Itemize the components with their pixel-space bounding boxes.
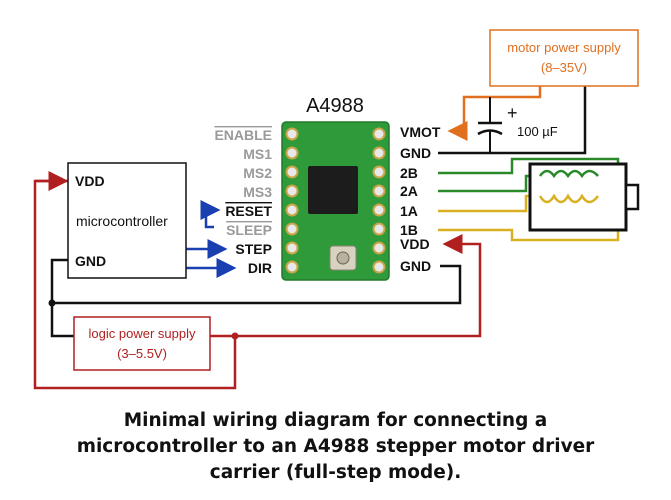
- right-pin-hole: [372, 184, 386, 198]
- figure-caption: Minimal wiring diagram for connecting a …: [0, 408, 671, 486]
- logic-power-supply-box: [73, 316, 211, 371]
- microcontroller-label: microcontroller: [76, 213, 168, 229]
- trim-potentiometer: [329, 245, 357, 271]
- left-pin-hole: [285, 127, 299, 141]
- right-pin-hole: [372, 241, 386, 255]
- caption-line-1: Minimal wiring diagram for connecting a: [123, 410, 548, 431]
- microcontroller-box: [67, 162, 187, 279]
- control-wires: [186, 200, 237, 278]
- pin-label-enable: ENABLE: [214, 127, 272, 143]
- pin-label-gnd-motor: GND: [400, 145, 431, 161]
- left-pin-hole: [285, 146, 299, 160]
- caption-line-3: carrier (full-step mode).: [209, 462, 462, 483]
- right-pin-hole: [372, 222, 386, 236]
- stepper-motor: [528, 162, 640, 232]
- microcontroller-vdd-pin: VDD: [75, 173, 105, 189]
- pin-label-1a: 1A: [400, 203, 418, 219]
- logic-vdd-junction: [231, 332, 239, 340]
- pin-label-vmot: VMOT: [400, 124, 441, 140]
- pin-label-1b: 1B: [400, 222, 418, 238]
- microcontroller-gnd-pin: GND: [75, 253, 106, 269]
- pin-label-step: STEP: [235, 241, 272, 257]
- right-pin-hole: [372, 146, 386, 160]
- left-pin-hole: [285, 260, 299, 274]
- pin-label-dir: DIR: [248, 260, 272, 276]
- board-pins: [285, 127, 386, 274]
- capacitor-value-label: 100 µF: [517, 124, 558, 139]
- pin-label-sleep: SLEEP: [226, 222, 272, 238]
- pin-label-gnd-logic: GND: [400, 258, 431, 274]
- left-pin-hole: [285, 241, 299, 255]
- motor-power-supply-box: [489, 29, 639, 87]
- ground-wires: [50, 86, 587, 338]
- right-pin-hole: [372, 127, 386, 141]
- driver-ic: [308, 166, 358, 214]
- left-pin-hole: [285, 203, 299, 217]
- motor-supply-title: motor power supply: [507, 40, 621, 55]
- motor-supply-voltage: (8–35V): [541, 60, 587, 75]
- chip-title: A4988: [306, 95, 364, 117]
- wiring-diagram: + 100 µF VDD microcontroller GND motor p…: [33, 29, 640, 390]
- motor-power-wire: [447, 86, 542, 141]
- pin-label-vdd: VDD: [400, 236, 430, 252]
- pin-label-ms1: MS1: [243, 146, 272, 162]
- logic-supply-title: logic power supply: [89, 326, 196, 341]
- capacitor: [477, 97, 503, 153]
- pin-label-reset: RESET: [225, 203, 272, 219]
- pin-label-ms2: MS2: [243, 165, 272, 181]
- logic-supply-voltage: (3–5.5V): [117, 346, 167, 361]
- right-pin-hole: [372, 203, 386, 217]
- caption-line-2: microcontroller to an A4988 stepper moto…: [76, 436, 595, 457]
- pin-label-2a: 2A: [400, 183, 418, 199]
- left-pin-hole: [285, 165, 299, 179]
- capacitor-polarity-label: +: [507, 103, 518, 123]
- right-pin-hole: [372, 165, 386, 179]
- ground-junction: [48, 299, 56, 307]
- pin-label-ms3: MS3: [243, 184, 272, 200]
- left-pin-hole: [285, 222, 299, 236]
- pin-label-2b: 2B: [400, 165, 418, 181]
- logic-power-wires: [33, 171, 482, 390]
- right-pin-hole: [372, 260, 386, 274]
- left-pin-hole: [285, 184, 299, 198]
